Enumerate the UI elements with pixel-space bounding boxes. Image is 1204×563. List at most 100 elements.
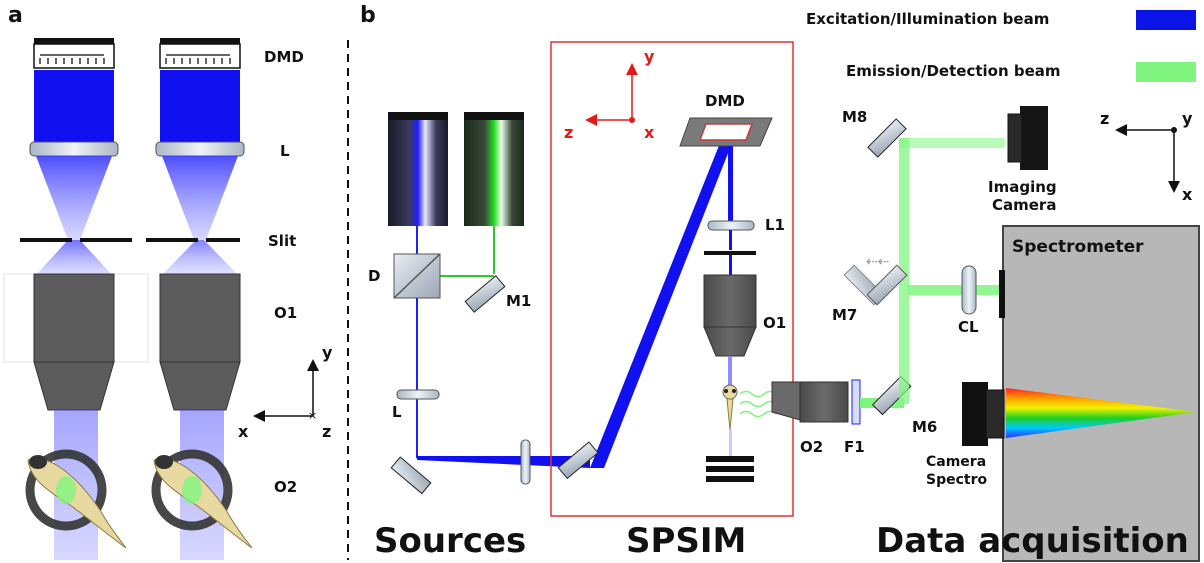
beam-dump-bar-2 — [706, 466, 754, 472]
dmd-mirrors-icon — [39, 54, 105, 64]
axis-z-label: z — [322, 422, 331, 441]
acquisition-module: ⇠⇠ z y x M8 Imaging Camera Spectrometer … — [771, 106, 1200, 562]
relay-lens — [520, 439, 531, 485]
capillary-ring — [151, 449, 233, 531]
dmd-cap — [34, 38, 114, 44]
legend-excitation-swatch — [1136, 10, 1196, 30]
panel-b: b Excitation/Illumination beam Emission/… — [360, 3, 1200, 562]
laser-green — [464, 120, 524, 226]
label-m1: M1 — [506, 292, 531, 310]
panel-a-letter: a — [8, 3, 23, 28]
legend-excitation-label: Excitation/Illumination beam — [806, 10, 1049, 28]
acquisition-title: Data acquisition — [876, 521, 1189, 561]
diagonal-beam — [590, 138, 734, 468]
slit-right — [80, 238, 132, 242]
spsim-sample-body — [726, 398, 734, 431]
spsim-sample-eye-right — [732, 389, 736, 393]
spsim-objective-o1-nose — [703, 326, 757, 357]
m7-flip-arrows-icon: ⇠⇠ — [866, 254, 889, 270]
lens-l — [29, 141, 119, 157]
filter-f1 — [851, 379, 861, 425]
panel-a-column-2 — [146, 38, 253, 560]
beam-dump-bar-1 — [706, 456, 754, 462]
panel-b-letter: b — [360, 3, 376, 28]
objective-o1-nose — [159, 361, 241, 411]
slit-left — [146, 238, 198, 242]
label-camera-spectro-1: Camera — [926, 454, 986, 470]
excitation-beam — [160, 70, 240, 142]
legend-emission-swatch — [1136, 62, 1196, 82]
mirror-m7 — [866, 264, 908, 306]
imaging-camera-body — [1020, 106, 1048, 170]
emission-waves-icon — [739, 390, 777, 418]
axis-z-cross-icon: × — [308, 409, 317, 422]
spsim-module: y z x DMD — [550, 41, 794, 561]
acq-axis-y-dot-icon — [1171, 127, 1177, 133]
zebrafish-larva — [27, 458, 127, 549]
axis-y-label: y — [322, 343, 333, 362]
zebrafish-eye — [29, 455, 47, 469]
objective-o1 — [159, 273, 241, 363]
source-mirror — [390, 456, 432, 495]
spsim-axis-z-label: z — [564, 123, 573, 142]
camera-spectro-lens — [985, 389, 1005, 439]
label-lens: L — [280, 142, 290, 160]
mirror-m8 — [867, 118, 907, 158]
label-o1: O1 — [274, 304, 297, 322]
diverging-beam — [36, 240, 112, 275]
zebrafish-signal — [182, 476, 202, 504]
lens-l — [155, 141, 245, 157]
label-m8: M8 — [842, 108, 867, 126]
objective-o2 — [799, 381, 849, 423]
spsim-axis-y-label: y — [644, 47, 655, 66]
spsim-transmitted-beam — [729, 430, 732, 456]
spsim-mirror — [557, 441, 599, 480]
laser-blue — [388, 120, 448, 226]
label-o2: O2 — [274, 478, 297, 496]
objective-o1-nose — [33, 361, 115, 411]
imaging-camera-lens — [1007, 113, 1023, 163]
dmd-chip — [33, 43, 115, 69]
spsim-frame — [550, 41, 794, 517]
cylindrical-lens — [961, 265, 977, 315]
label-slit: Slit — [268, 232, 296, 250]
spsim-axis-x-label: x — [644, 123, 655, 142]
legend-emission-label: Emission/Detection beam — [846, 62, 1061, 80]
label-imaging-camera-2: Camera — [992, 196, 1056, 214]
spsim-objective-o1 — [703, 274, 757, 328]
spsim-title: SPSIM — [626, 521, 746, 561]
zebrafish-larva — [153, 458, 253, 549]
spsim-sample-icon — [722, 384, 738, 431]
panel-a-axes: × y x z — [238, 343, 333, 441]
beam-dump-bar-3 — [706, 476, 754, 482]
focused-beam — [162, 156, 238, 240]
spsim-lens-l1 — [707, 220, 755, 231]
dmd-chip — [159, 43, 241, 69]
spsim-beam-obj — [729, 255, 732, 275]
slit-right — [206, 238, 240, 242]
objective-o2-nose — [771, 381, 801, 421]
label-o2: O2 — [800, 438, 823, 456]
emission-beam-to-spectro — [908, 285, 1000, 295]
dmd-cap — [160, 38, 240, 44]
slit-left — [20, 238, 72, 242]
label-source-lens: L — [392, 403, 402, 421]
sources-title: Sources — [374, 521, 526, 561]
acq-axis-z-label: z — [1100, 109, 1109, 128]
laser-blue-cap — [388, 112, 448, 120]
spsim-vertical-beam — [728, 146, 733, 226]
label-m7: M7 — [832, 306, 857, 324]
panel-a-column-1 — [3, 38, 149, 560]
spsim-slit — [704, 251, 756, 255]
laser-green-cap — [464, 112, 524, 120]
beam-to-spsim — [417, 456, 590, 468]
emission-beam-to-camera — [899, 138, 1005, 148]
spsim-beam-slit — [729, 230, 732, 250]
spsim-axis-x-dot-icon — [629, 117, 635, 123]
source-lens-l — [396, 389, 440, 400]
label-spsim-o1: O1 — [763, 314, 786, 332]
label-l1: L1 — [765, 216, 785, 234]
label-spectrometer: Spectrometer — [1012, 237, 1144, 257]
label-f1: F1 — [844, 438, 865, 456]
